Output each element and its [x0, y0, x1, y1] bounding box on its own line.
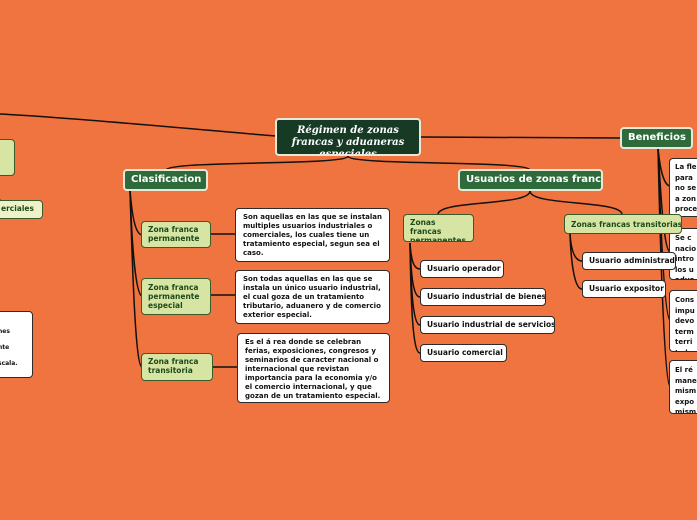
left-partial-leaf[interactable]: nes nte scala. [0, 311, 33, 378]
beneficio-item-1-text: La fle para no se a zon proce los us [675, 163, 697, 216]
clasificacion-desc-1-text: Son aquellas en las que se instalan mult… [243, 213, 383, 257]
beneficio-item-1[interactable]: La fle para no se a zon proce los us [669, 158, 697, 217]
left-partial-line-2: nte [0, 344, 10, 351]
left-partial-line-3: scala. [0, 360, 18, 367]
usuario-item-4-label: Usuario comercial [427, 348, 503, 357]
clasificacion-item-1-label: Zona franca permanente [148, 225, 200, 243]
link-trans-2 [569, 233, 583, 290]
left-partial-node[interactable] [0, 139, 15, 176]
left-partial-sub-label: erciales [1, 204, 34, 213]
beneficio-item-3-text: Cons impu devo term terri Indus [675, 296, 697, 351]
clasificacion-label: Clasificacion [131, 174, 202, 185]
usuarios-transitorias[interactable]: Zonas francas transitorias [564, 214, 682, 234]
usuario-item-3[interactable]: Usuario industrial de servicios [420, 316, 555, 334]
link-root-beneficios [420, 136, 621, 139]
usuario-item-4[interactable]: Usuario comercial [420, 344, 507, 362]
root-title: Régimen de zonas francas y aduaneras esp… [291, 125, 405, 156]
usuarios-transitorias-label: Zonas francas transitorias [571, 220, 682, 229]
clasificacion-desc-3[interactable]: Es el á rea donde se celebran ferias, ex… [237, 333, 390, 403]
clasificacion-item-3-label: Zona franca transitoria [148, 357, 199, 375]
transitoria-item-2[interactable]: Usuario expositor [582, 280, 666, 298]
link-root-left [0, 113, 277, 137]
beneficio-item-4[interactable]: El ré mane mism expo mism [669, 360, 697, 414]
transitoria-item-2-label: Usuario expositor [589, 284, 664, 293]
usuarios-label: Usuarios de zonas franca [466, 174, 603, 185]
usuario-item-1[interactable]: Usuario operador [420, 260, 504, 278]
clasificacion-item-2[interactable]: Zona franca permanente especial [141, 278, 211, 315]
usuario-item-3-label: Usuario industrial de servicios [427, 320, 555, 329]
link-root-clasificacion [165, 155, 349, 171]
clasificacion-topic[interactable]: Clasificacion [123, 169, 208, 191]
clasificacion-desc-2[interactable]: Son todas aquellas en las que se instala… [235, 270, 390, 324]
link-usu-perm [437, 190, 531, 215]
link-usu-trans [529, 190, 623, 215]
usuario-item-2[interactable]: Usuario industrial de bienes [420, 288, 546, 306]
clasificacion-desc-2-text: Son todas aquellas en las que se instala… [243, 275, 381, 319]
beneficios-label: Beneficios [628, 132, 686, 143]
usuarios-permanentes[interactable]: Zonas francas permanentes [403, 214, 474, 242]
clasificacion-item-2-label: Zona franca permanente especial [148, 283, 200, 310]
clasificacion-item-3[interactable]: Zona franca transitoria [141, 353, 213, 381]
link-clas-3 [129, 189, 143, 368]
clasificacion-desc-1[interactable]: Son aquellas en las que se instalan mult… [235, 208, 390, 262]
usuarios-permanentes-label: Zonas francas permanentes [410, 218, 466, 242]
link-perm-4 [409, 242, 421, 354]
beneficio-item-4-text: El ré mane mism expo mism [675, 366, 697, 414]
link-root-usuarios [347, 155, 531, 171]
transitoria-item-1[interactable]: Usuario administrador [582, 252, 676, 270]
usuarios-topic[interactable]: Usuarios de zonas franca [458, 169, 603, 191]
link-ben-4 [657, 147, 671, 387]
root-topic[interactable]: Régimen de zonas francas y aduaneras esp… [275, 118, 421, 156]
usuario-item-1-label: Usuario operador [427, 264, 501, 273]
left-partial-sub[interactable]: erciales [0, 200, 43, 219]
clasificacion-item-1[interactable]: Zona franca permanente [141, 221, 211, 248]
left-partial-line-1: nes [0, 328, 10, 335]
transitoria-item-1-label: Usuario administrador [589, 256, 676, 265]
usuario-item-2-label: Usuario industrial de bienes [427, 292, 546, 301]
beneficios-topic[interactable]: Beneficios [620, 127, 693, 149]
beneficio-item-3[interactable]: Cons impu devo term terri Indus [669, 290, 697, 352]
beneficio-item-2-text: Se c nacio intro los u adua [675, 234, 697, 280]
clasificacion-desc-3-text: Es el á rea donde se celebran ferias, ex… [245, 338, 381, 400]
